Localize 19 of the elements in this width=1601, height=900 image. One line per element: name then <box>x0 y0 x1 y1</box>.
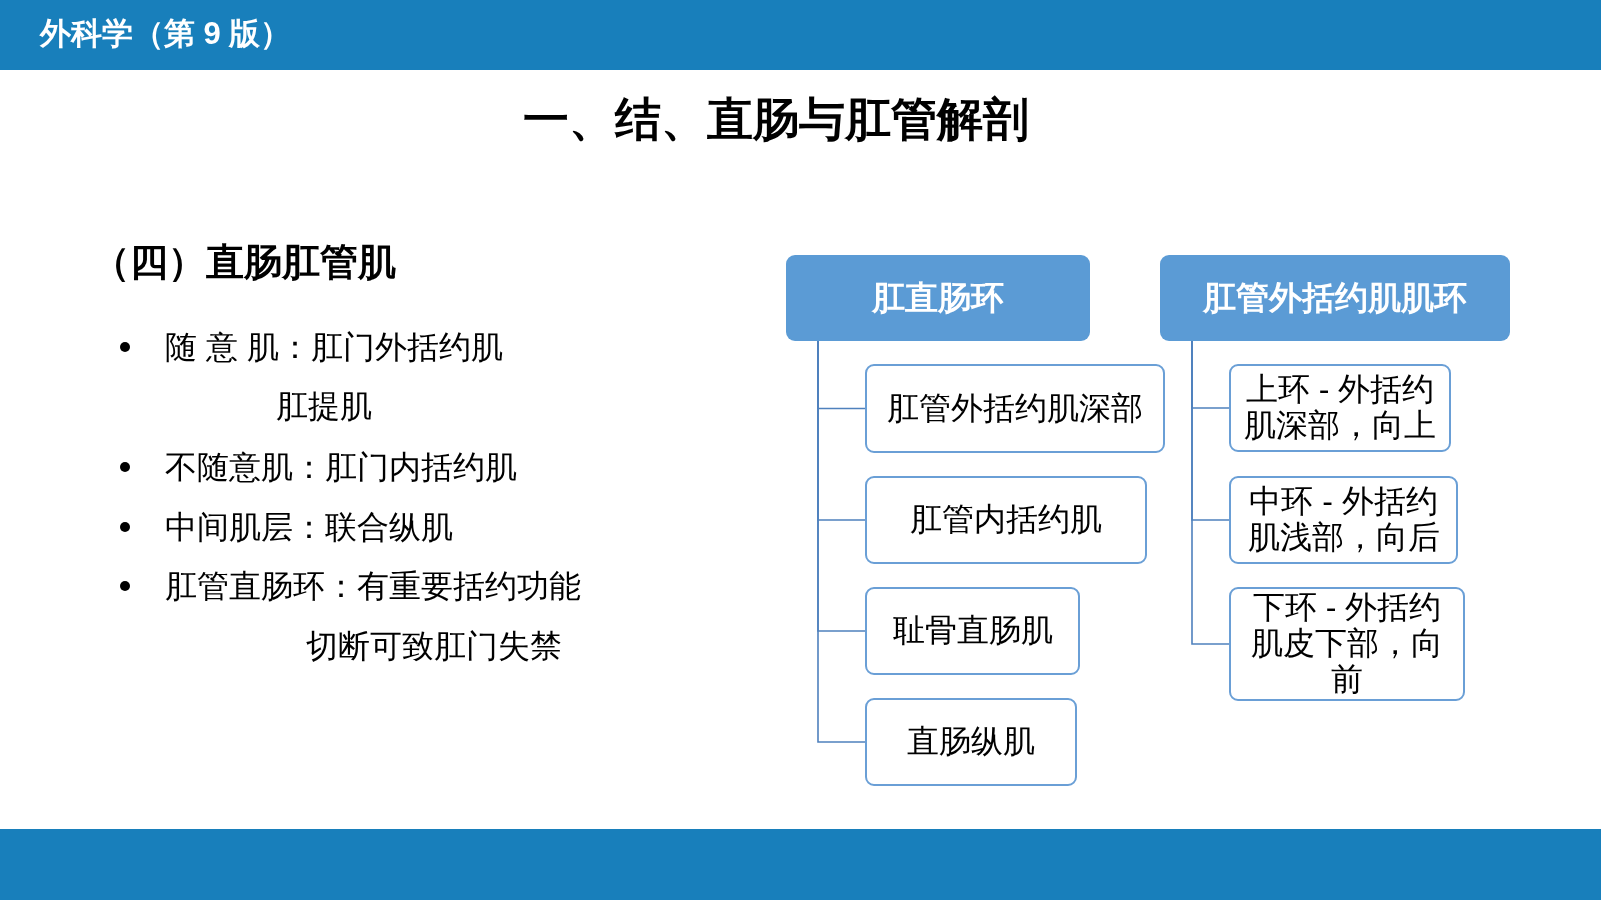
item-box: 中环 - 外括约肌浅部，向后 <box>1229 476 1458 564</box>
list-item-text: 切断可致肛门失禁 <box>306 626 562 666</box>
header-text: 外科学（第 9 版） <box>40 15 292 53</box>
item-box: 耻骨直肠肌 <box>865 587 1080 675</box>
section-heading: （四）直肠肛管肌 <box>92 240 396 286</box>
item-box: 肛管外括约肌深部 <box>865 364 1165 453</box>
list-item-text: 随 意 肌：肛门外括约肌 <box>165 327 503 367</box>
slide-title: 一、结、直肠与肛管解剖 <box>522 92 1030 147</box>
list-item-text: 肛提肌 <box>276 386 372 426</box>
heading-box: 肛直肠环 <box>786 255 1090 341</box>
item-box: 直肠纵肌 <box>865 698 1077 786</box>
list-item-text: 不随意肌：肛门内括约肌 <box>165 447 517 487</box>
heading-box: 肛管外括约肌肌环 <box>1160 255 1510 341</box>
item-box: 下环 - 外括约肌皮下部，向前 <box>1229 587 1465 701</box>
list-item-text: 中间肌层：联合纵肌 <box>165 507 453 547</box>
connector-line <box>1191 340 1230 645</box>
list-item-text: 肛管直肠环：有重要括约功能 <box>165 566 581 606</box>
item-box: 肛管内括约肌 <box>865 476 1147 564</box>
item-box: 上环 - 外括约肌深部，向上 <box>1229 364 1451 452</box>
